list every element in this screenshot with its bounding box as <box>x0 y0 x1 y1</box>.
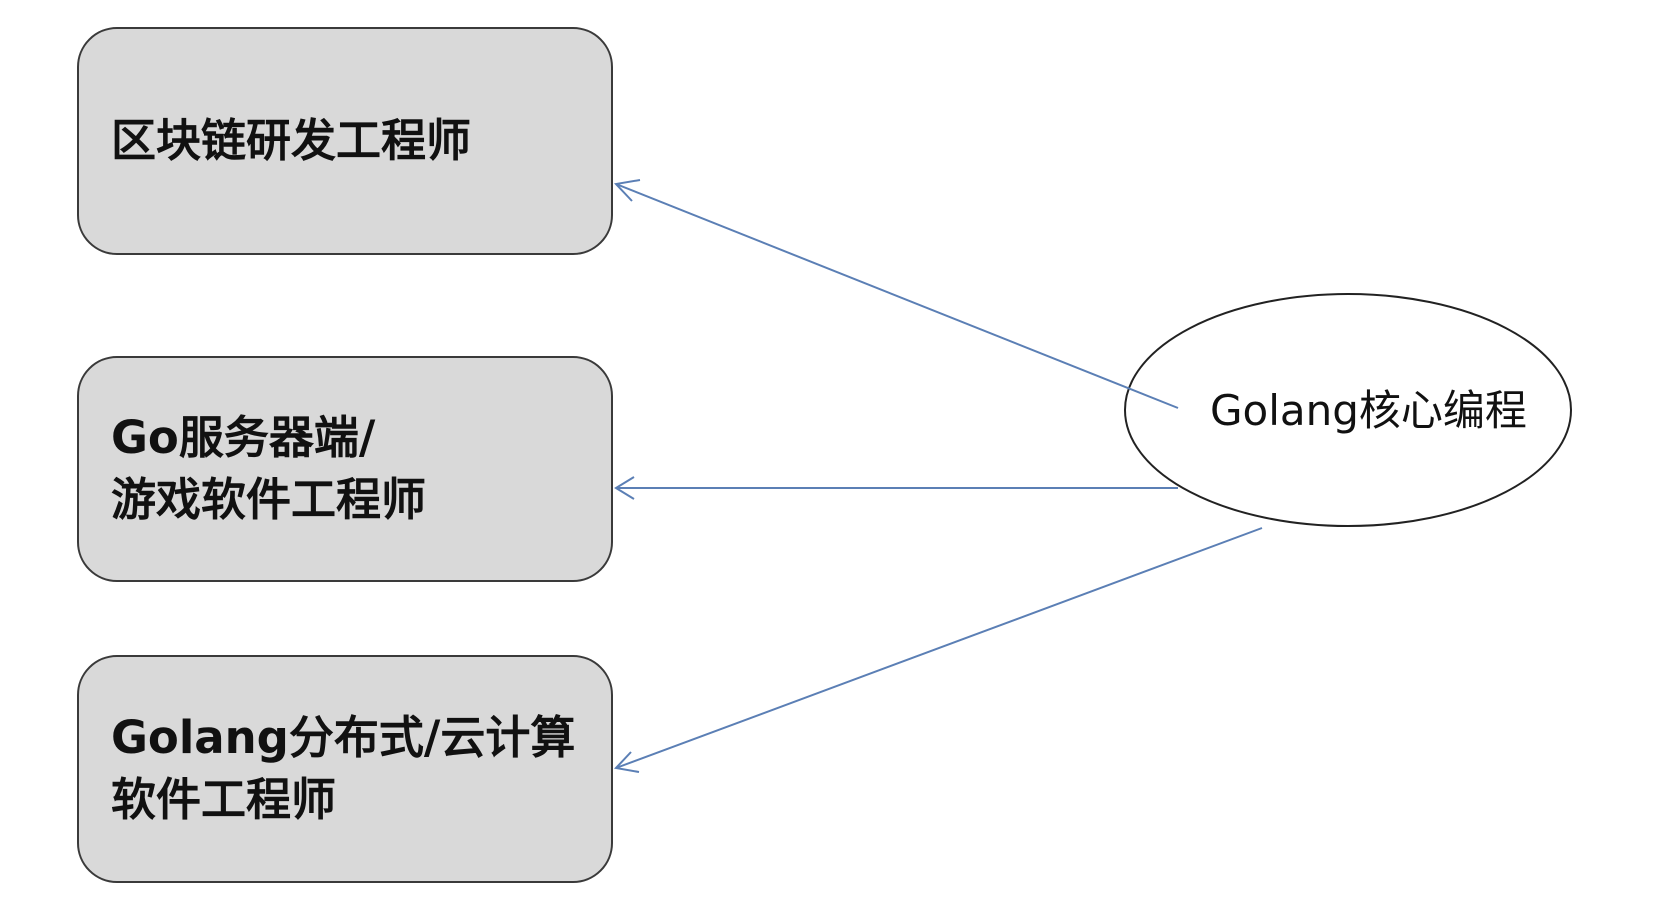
arrowhead-cloud <box>614 751 640 773</box>
arrowhead-server <box>614 476 635 500</box>
server-label-line-1: Go服务器端/ <box>111 411 376 464</box>
blockchain-engineer-label: 区块链研发工程师 <box>111 110 471 172</box>
arrow-to-cloud <box>615 527 1263 769</box>
server-label-line-2: 游戏软件工程师 <box>111 473 427 526</box>
blockchain-label-line: 区块链研发工程师 <box>111 114 472 167</box>
cloud-engineer-label: Golang分布式/云计算 软件工程师 <box>111 707 575 831</box>
cloud-label-line-1: Golang分布式/云计算 <box>111 711 576 764</box>
server-game-engineer-box: Go服务器端/ 游戏软件工程师 <box>77 356 613 582</box>
core-ellipse <box>1124 293 1572 527</box>
core-label: Golang核心编程 <box>1210 386 1527 435</box>
blockchain-engineer-box: 区块链研发工程师 <box>77 27 613 255</box>
cloud-engineer-box: Golang分布式/云计算 软件工程师 <box>77 655 613 883</box>
server-game-engineer-label: Go服务器端/ 游戏软件工程师 <box>111 407 426 531</box>
cloud-label-line-2: 软件工程师 <box>111 773 337 826</box>
arrowhead-blockchain <box>613 179 641 202</box>
arrow-to-blockchain <box>615 183 1179 409</box>
